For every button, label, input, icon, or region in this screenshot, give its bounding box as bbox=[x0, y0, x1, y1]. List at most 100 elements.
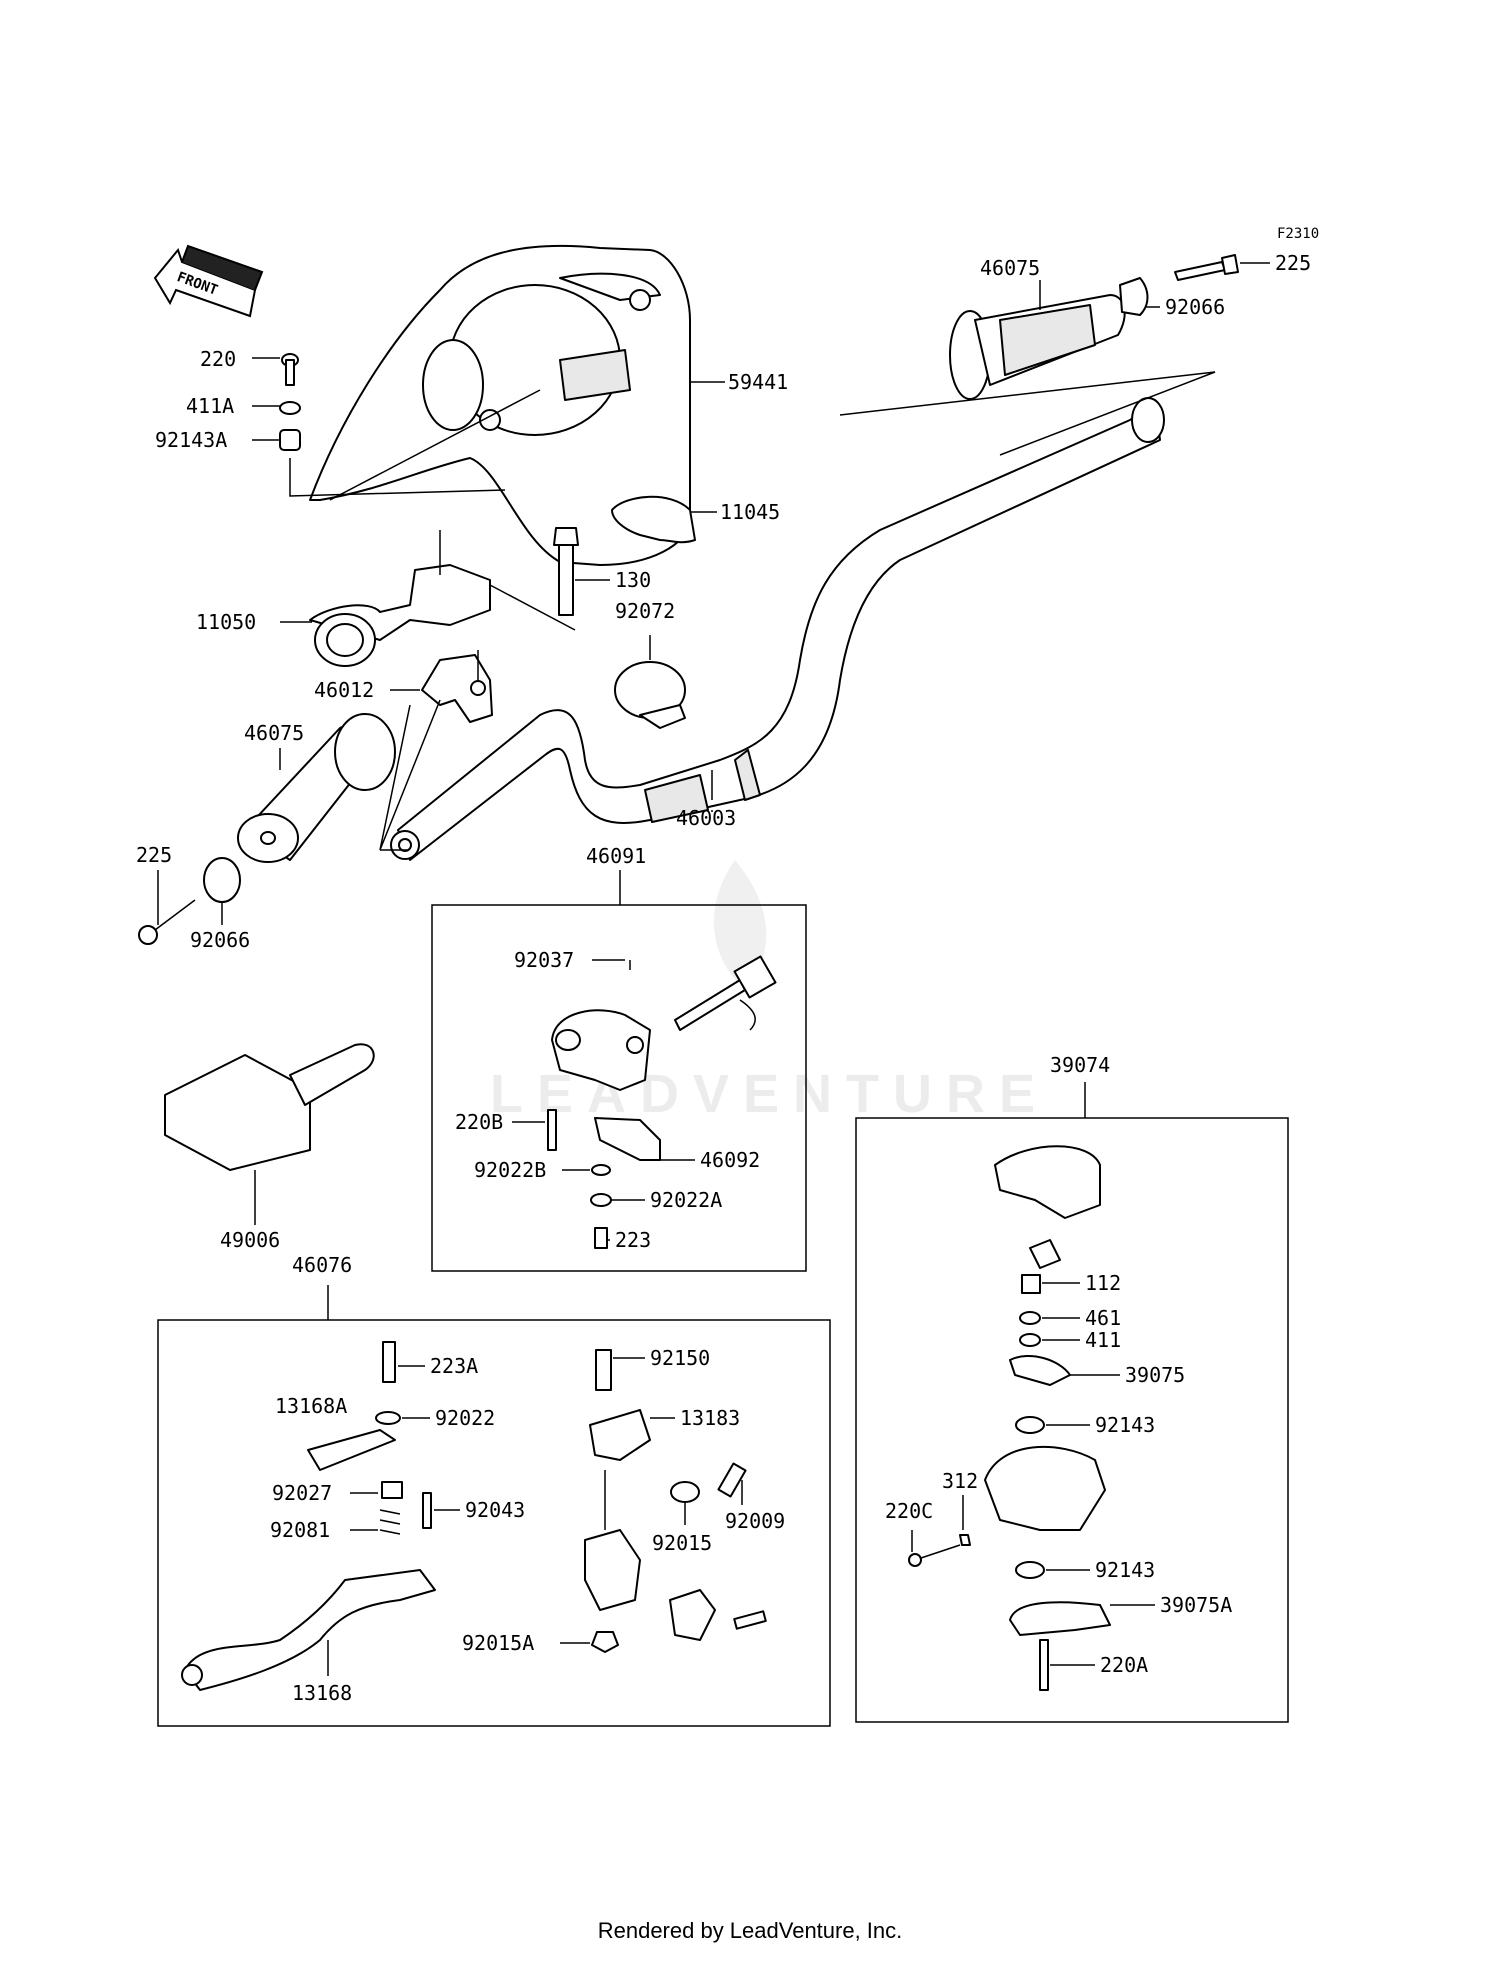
label-92015A: 92015A bbox=[462, 1631, 534, 1655]
label-223A: 223A bbox=[430, 1354, 478, 1378]
grip-46075-top-part bbox=[949, 294, 1126, 400]
label-225-left: 225 bbox=[136, 843, 172, 867]
lever-46092-part bbox=[594, 1117, 661, 1161]
lever-39075A-part bbox=[1009, 1601, 1111, 1636]
label-92015: 92015 bbox=[652, 1531, 712, 1555]
label-92022: 92022 bbox=[435, 1406, 495, 1430]
washer-461-part bbox=[1019, 1311, 1041, 1325]
label-46003: 46003 bbox=[676, 806, 736, 830]
washer-92022A-part bbox=[590, 1193, 612, 1207]
label-39075: 39075 bbox=[1125, 1363, 1185, 1387]
washer-92022B-part bbox=[591, 1164, 611, 1176]
adjuster-92009-part bbox=[717, 1462, 747, 1498]
band-92072-part bbox=[614, 661, 686, 729]
bolt-225-left-part bbox=[138, 899, 196, 945]
diagram-code: F2310 bbox=[1277, 226, 1319, 242]
label-112: 112 bbox=[1085, 1271, 1121, 1295]
label-411A: 411A bbox=[186, 394, 234, 418]
label-59441: 59441 bbox=[728, 370, 788, 394]
clip-part bbox=[1029, 1239, 1061, 1269]
bolt-225-top-part bbox=[1174, 254, 1239, 281]
label-130: 130 bbox=[615, 568, 651, 592]
bolt-223A-part bbox=[382, 1341, 396, 1383]
handlebar-46003-part bbox=[390, 397, 1165, 861]
label-92150: 92150 bbox=[650, 1346, 710, 1370]
bracket-11050-part bbox=[309, 564, 491, 667]
adjuster-92015-part bbox=[670, 1481, 700, 1503]
label-46012: 46012 bbox=[314, 678, 374, 702]
collar-92143-lower-part bbox=[1015, 1561, 1045, 1579]
washer-411A-part bbox=[279, 401, 301, 415]
label-46075-left: 46075 bbox=[244, 721, 304, 745]
screw-220B-part bbox=[547, 1109, 557, 1151]
label-92143A: 92143A bbox=[155, 428, 227, 452]
screw-perch-part bbox=[733, 1610, 767, 1630]
label-46076: 46076 bbox=[292, 1253, 352, 1277]
label-39075A: 39075A bbox=[1160, 1593, 1232, 1617]
screw-220A-part bbox=[1039, 1639, 1049, 1691]
label-13183: 13183 bbox=[680, 1406, 740, 1430]
label-39074: 39074 bbox=[1050, 1053, 1110, 1077]
bolt-92150-part bbox=[595, 1349, 612, 1391]
label-49006: 49006 bbox=[220, 1228, 280, 1252]
label-46075-top: 46075 bbox=[980, 256, 1040, 280]
collar-92143-upper-part bbox=[1015, 1416, 1045, 1434]
nut-92015A-part bbox=[591, 1631, 619, 1653]
grip-46075-left-part bbox=[237, 713, 396, 863]
label-225-top: 225 bbox=[1275, 251, 1311, 275]
throttle-housing-part bbox=[984, 1445, 1106, 1531]
meter-cover-part bbox=[309, 244, 691, 566]
label-92066-top: 92066 bbox=[1165, 295, 1225, 319]
clamp-46012-part bbox=[421, 654, 493, 723]
bolt-130-part bbox=[553, 527, 579, 616]
lever-13168-part bbox=[181, 1569, 436, 1691]
label-92022B: 92022B bbox=[474, 1158, 546, 1182]
perch-part bbox=[584, 1529, 716, 1641]
cover-39074-part bbox=[994, 1145, 1101, 1219]
screw-220C-part bbox=[908, 1553, 922, 1567]
label-312: 312 bbox=[942, 1469, 978, 1493]
cover-49006-part bbox=[164, 1043, 375, 1171]
pin-92027-part bbox=[381, 1481, 403, 1499]
label-220B: 220B bbox=[455, 1110, 503, 1134]
grip-end-92066-left-part bbox=[203, 857, 241, 903]
nut-312-part bbox=[959, 1534, 971, 1546]
front-arrow-icon: FRONT bbox=[153, 244, 264, 318]
label-46091: 46091 bbox=[586, 844, 646, 868]
label-92009: 92009 bbox=[725, 1509, 785, 1533]
label-411: 411 bbox=[1085, 1328, 1121, 1352]
bolt-112-part bbox=[1021, 1274, 1041, 1294]
label-11050: 11050 bbox=[196, 610, 256, 634]
label-92143-lower: 92143 bbox=[1095, 1558, 1155, 1582]
group-39074-frame bbox=[855, 1117, 1289, 1723]
label-92072: 92072 bbox=[615, 599, 675, 623]
washer-411-part bbox=[1019, 1333, 1041, 1347]
washer-92022-part bbox=[375, 1411, 401, 1425]
collar-92143A-part bbox=[279, 429, 301, 451]
label-92037: 92037 bbox=[514, 948, 574, 972]
label-92043: 92043 bbox=[465, 1498, 525, 1522]
grip-end-92066-top-part bbox=[1119, 277, 1149, 316]
label-13168: 13168 bbox=[292, 1681, 352, 1705]
label-13168A: 13168A bbox=[275, 1394, 347, 1418]
bracket-13183-part bbox=[589, 1409, 651, 1461]
screw-220-part bbox=[281, 353, 299, 386]
label-46092: 46092 bbox=[700, 1148, 760, 1172]
label-92143-upper: 92143 bbox=[1095, 1413, 1155, 1437]
label-220C: 220C bbox=[885, 1499, 933, 1523]
watermark-flame-icon bbox=[713, 860, 767, 990]
label-220A: 220A bbox=[1100, 1653, 1148, 1677]
label-223: 223 bbox=[615, 1228, 651, 1252]
bracket-11045-part bbox=[611, 495, 696, 544]
plate-39075-part bbox=[1009, 1355, 1071, 1386]
switch-housing-46091-part bbox=[551, 955, 777, 1091]
label-92066-left: 92066 bbox=[190, 928, 250, 952]
pin-92043-part bbox=[422, 1492, 432, 1529]
screw-223-part bbox=[594, 1227, 608, 1249]
holder-13168A-part bbox=[307, 1429, 396, 1471]
group-46091-frame bbox=[431, 904, 807, 1272]
group-46076-frame bbox=[157, 1319, 831, 1727]
label-461: 461 bbox=[1085, 1306, 1121, 1330]
spring-92081-part bbox=[379, 1509, 401, 1535]
